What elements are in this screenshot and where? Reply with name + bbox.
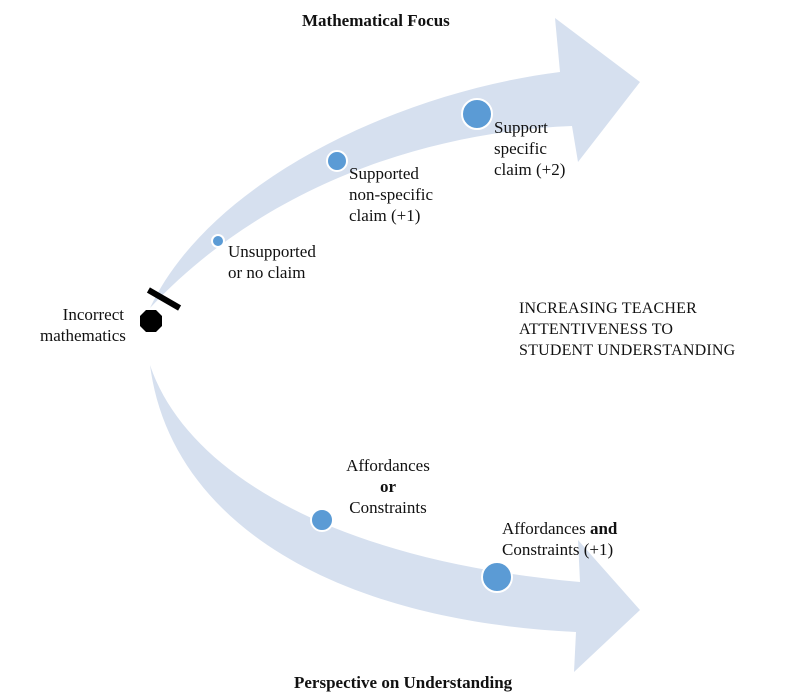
label-support-specific-line-2: specific xyxy=(494,139,547,158)
label-unsupported-line-2: or no claim xyxy=(228,263,306,282)
start-label-line-2: mathematics xyxy=(40,326,126,345)
label-affordances-or-line-3: Constraints xyxy=(349,498,427,517)
label-affordances-or-line-1: Affordances xyxy=(346,456,430,475)
label-supported-nonspecific-line-2: non-specific xyxy=(349,185,434,204)
label-unsupported: Unsupported or no claim xyxy=(228,241,316,283)
label-support-specific-line-1: Support xyxy=(494,118,548,137)
node-support-specific xyxy=(461,98,493,130)
label-affordances-and-bold: and xyxy=(589,519,618,538)
label-affordances-and-line-1: Affordances and xyxy=(502,518,617,539)
label-affordances-or-line-2: or xyxy=(379,477,397,496)
start-label: Incorrect mathematics xyxy=(40,304,126,346)
label-unsupported-line-1: Unsupported xyxy=(228,242,316,261)
label-supported-nonspecific: Supported non-specific claim (+1) xyxy=(349,163,433,226)
lower-arrow xyxy=(150,365,640,672)
start-label-line-1: Incorrect xyxy=(62,305,124,324)
node-affordances-or xyxy=(310,508,334,532)
label-affordances-and-line-2: Constraints (+1) xyxy=(502,540,614,559)
caption-line-1: INCREASING TEACHER xyxy=(519,300,697,317)
node-affordances-and xyxy=(481,561,513,593)
node-unsupported xyxy=(211,234,225,248)
start-bar-icon xyxy=(146,287,182,311)
label-affordances-and: Affordances and Constraints (+1) xyxy=(502,518,617,560)
caption-line-2: ATTENTIVENESS TO xyxy=(519,321,674,338)
bottom-title: Perspective on Understanding xyxy=(294,673,513,692)
label-affordances-and-prefix: Affordances xyxy=(502,519,590,538)
caption: INCREASING TEACHER ATTENTIVENESS TO STUD… xyxy=(519,298,735,361)
label-support-specific: Support specific claim (+2) xyxy=(494,117,565,180)
start-octagon-icon xyxy=(140,310,162,332)
label-supported-nonspecific-line-1: Supported xyxy=(349,164,419,183)
label-support-specific-line-3: claim (+2) xyxy=(494,160,566,179)
label-affordances-or: Affordances or Constraints xyxy=(328,455,448,518)
caption-line-3: STUDENT UNDERSTANDING xyxy=(519,342,736,359)
upper-arrow xyxy=(150,18,640,308)
node-supported-nonspecific xyxy=(326,150,348,172)
top-title: Mathematical Focus xyxy=(302,11,450,30)
label-supported-nonspecific-line-3: claim (+1) xyxy=(349,206,421,225)
